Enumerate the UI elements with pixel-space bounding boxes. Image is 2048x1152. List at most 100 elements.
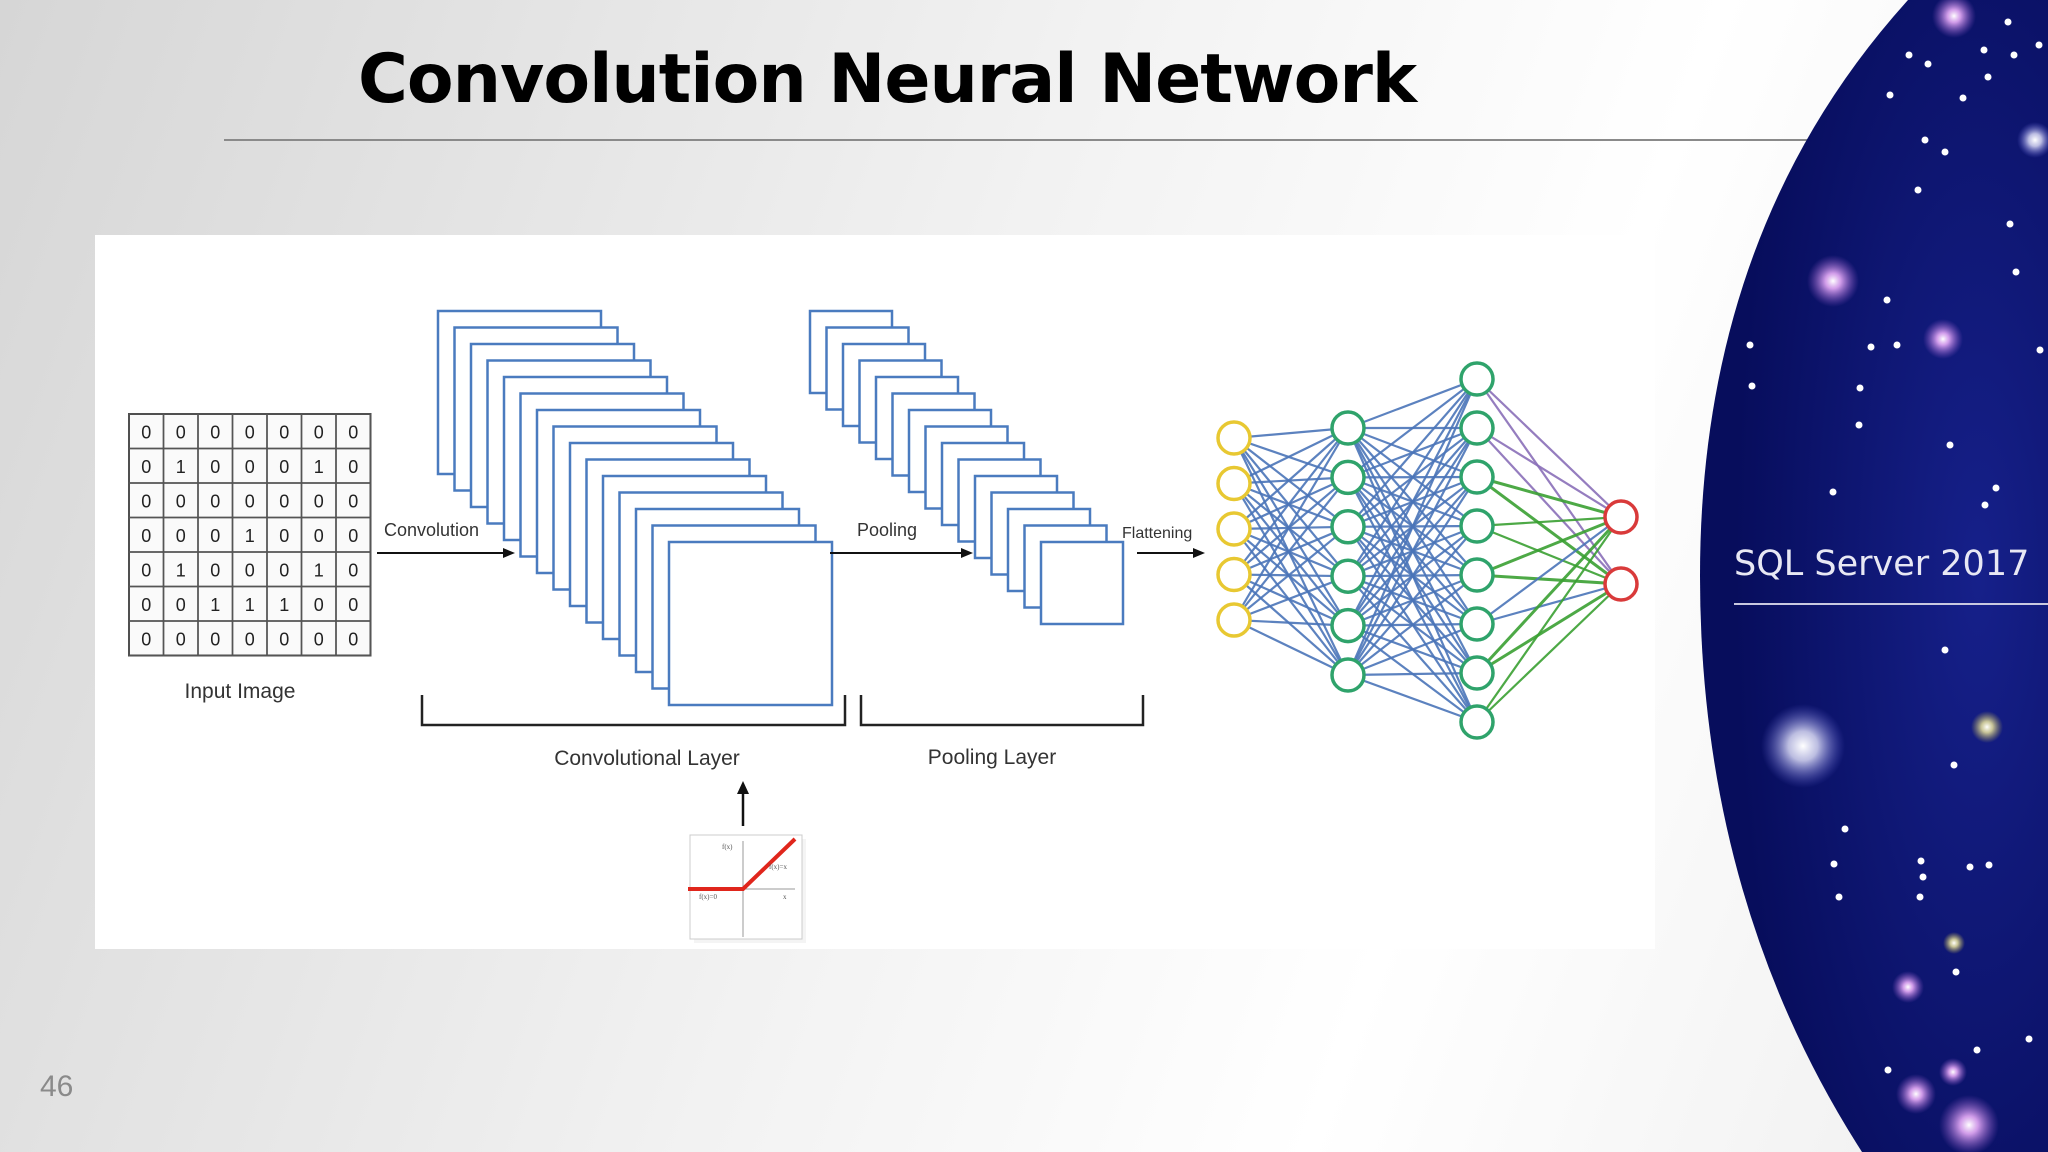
network-edge bbox=[1347, 622, 1478, 677]
matrix-cell-value: 0 bbox=[314, 526, 324, 546]
input-node bbox=[1216, 465, 1252, 502]
matrix-cell-value: 1 bbox=[314, 560, 324, 580]
network-edge bbox=[1233, 476, 1349, 485]
matrix-cell-value: 0 bbox=[348, 457, 358, 477]
star bbox=[1984, 73, 1992, 81]
network-edge bbox=[1233, 427, 1349, 485]
pooling-layer-label: Pooling Layer bbox=[928, 746, 1056, 769]
star bbox=[1917, 857, 1925, 865]
network-edge bbox=[1233, 427, 1349, 530]
matrix-cell-value: 0 bbox=[141, 491, 151, 511]
matrix-cell-value: 0 bbox=[210, 457, 220, 477]
network-edge bbox=[1347, 377, 1478, 430]
star bbox=[1966, 863, 1974, 871]
star bbox=[1886, 91, 1894, 99]
network-edge bbox=[1233, 437, 1349, 577]
star bbox=[1867, 343, 1875, 351]
star bbox=[1884, 1066, 1892, 1074]
network-edge bbox=[1476, 515, 1622, 528]
star-glow bbox=[1932, 0, 1976, 38]
matrix-cell-value: 0 bbox=[245, 457, 255, 477]
convolution-feature-map bbox=[667, 540, 834, 707]
matrix-cell-value: 0 bbox=[176, 629, 186, 649]
brand-divider bbox=[1734, 603, 2048, 605]
input-node bbox=[1216, 602, 1252, 638]
network-edge bbox=[1476, 427, 1622, 585]
hidden-node bbox=[1459, 508, 1495, 544]
hidden-node bbox=[1459, 655, 1495, 691]
network-edge bbox=[1233, 573, 1349, 578]
star bbox=[2035, 41, 2043, 49]
matrix-cell-value: 0 bbox=[210, 526, 220, 546]
matrix-cell-value: 0 bbox=[279, 629, 289, 649]
matrix-cell-value: 0 bbox=[314, 422, 324, 442]
matrix-cell-value: 1 bbox=[210, 595, 220, 615]
hidden-node bbox=[1330, 657, 1366, 693]
matrix-cell-value: 0 bbox=[141, 422, 151, 442]
network-connections bbox=[1233, 377, 1623, 724]
star bbox=[1835, 893, 1843, 901]
star-glow bbox=[1939, 1095, 1999, 1152]
flattening-label: Flattening bbox=[1122, 525, 1192, 542]
matrix-cell-value: 0 bbox=[210, 560, 220, 580]
network-edge bbox=[1233, 436, 1349, 479]
matrix-cell-value: 0 bbox=[279, 457, 289, 477]
star bbox=[1856, 384, 1864, 392]
network-edge bbox=[1476, 378, 1622, 518]
star bbox=[1893, 341, 1901, 349]
matrix-cell-value: 0 bbox=[348, 560, 358, 580]
star bbox=[1748, 382, 1756, 390]
matrix-cell-value: 0 bbox=[141, 595, 151, 615]
convolution-arrow bbox=[377, 548, 515, 558]
matrix-cell-value: 0 bbox=[245, 491, 255, 511]
network-edge bbox=[1233, 482, 1349, 528]
network-edge bbox=[1476, 573, 1622, 586]
matrix-cell-value: 1 bbox=[245, 595, 255, 615]
matrix-cell-value: 0 bbox=[176, 491, 186, 511]
star bbox=[2025, 1035, 2033, 1043]
hidden-node bbox=[1330, 558, 1366, 594]
network-edge bbox=[1476, 475, 1622, 586]
network-edge bbox=[1346, 378, 1479, 676]
star bbox=[1916, 893, 1924, 901]
input-node bbox=[1216, 511, 1252, 547]
star bbox=[1973, 1046, 1981, 1054]
star bbox=[1921, 136, 1929, 144]
matrix-cell-value: 0 bbox=[210, 629, 220, 649]
network-edge bbox=[1476, 583, 1622, 723]
network-edge bbox=[1233, 618, 1349, 627]
network-edge bbox=[1476, 582, 1622, 626]
pooling-layer-bracket bbox=[859, 695, 1145, 727]
relu-left-label: f(x)=0 bbox=[699, 893, 717, 901]
slide-title: Convolution Neural Network bbox=[358, 40, 1417, 119]
network-edge bbox=[1233, 527, 1349, 578]
network-edge bbox=[1347, 671, 1478, 677]
relu-x-axis-label: x bbox=[783, 893, 787, 901]
network-edge bbox=[1233, 525, 1349, 531]
star-glow bbox=[2017, 122, 2048, 158]
network-edge bbox=[1476, 582, 1622, 675]
convolution-feature-maps bbox=[436, 309, 834, 707]
matrix-cell-value: 0 bbox=[348, 491, 358, 511]
matrix-cell-value: 0 bbox=[141, 560, 151, 580]
star bbox=[1950, 761, 1958, 769]
matrix-cell-value: 0 bbox=[348, 595, 358, 615]
network-edge bbox=[1347, 378, 1478, 577]
matrix-cell-value: 0 bbox=[314, 595, 324, 615]
network-edge bbox=[1233, 482, 1349, 578]
star bbox=[1959, 94, 1967, 102]
pooling-label: Pooling bbox=[857, 520, 917, 540]
star-glow bbox=[1939, 1058, 1967, 1086]
star bbox=[2012, 268, 2020, 276]
input-node bbox=[1216, 420, 1252, 456]
star bbox=[1746, 341, 1754, 349]
star bbox=[1952, 968, 1960, 976]
star bbox=[1830, 860, 1838, 868]
star-glow bbox=[1807, 255, 1859, 307]
pooling-feature-maps bbox=[808, 309, 1125, 626]
network-edge bbox=[1347, 378, 1478, 627]
network-edge bbox=[1347, 427, 1478, 676]
